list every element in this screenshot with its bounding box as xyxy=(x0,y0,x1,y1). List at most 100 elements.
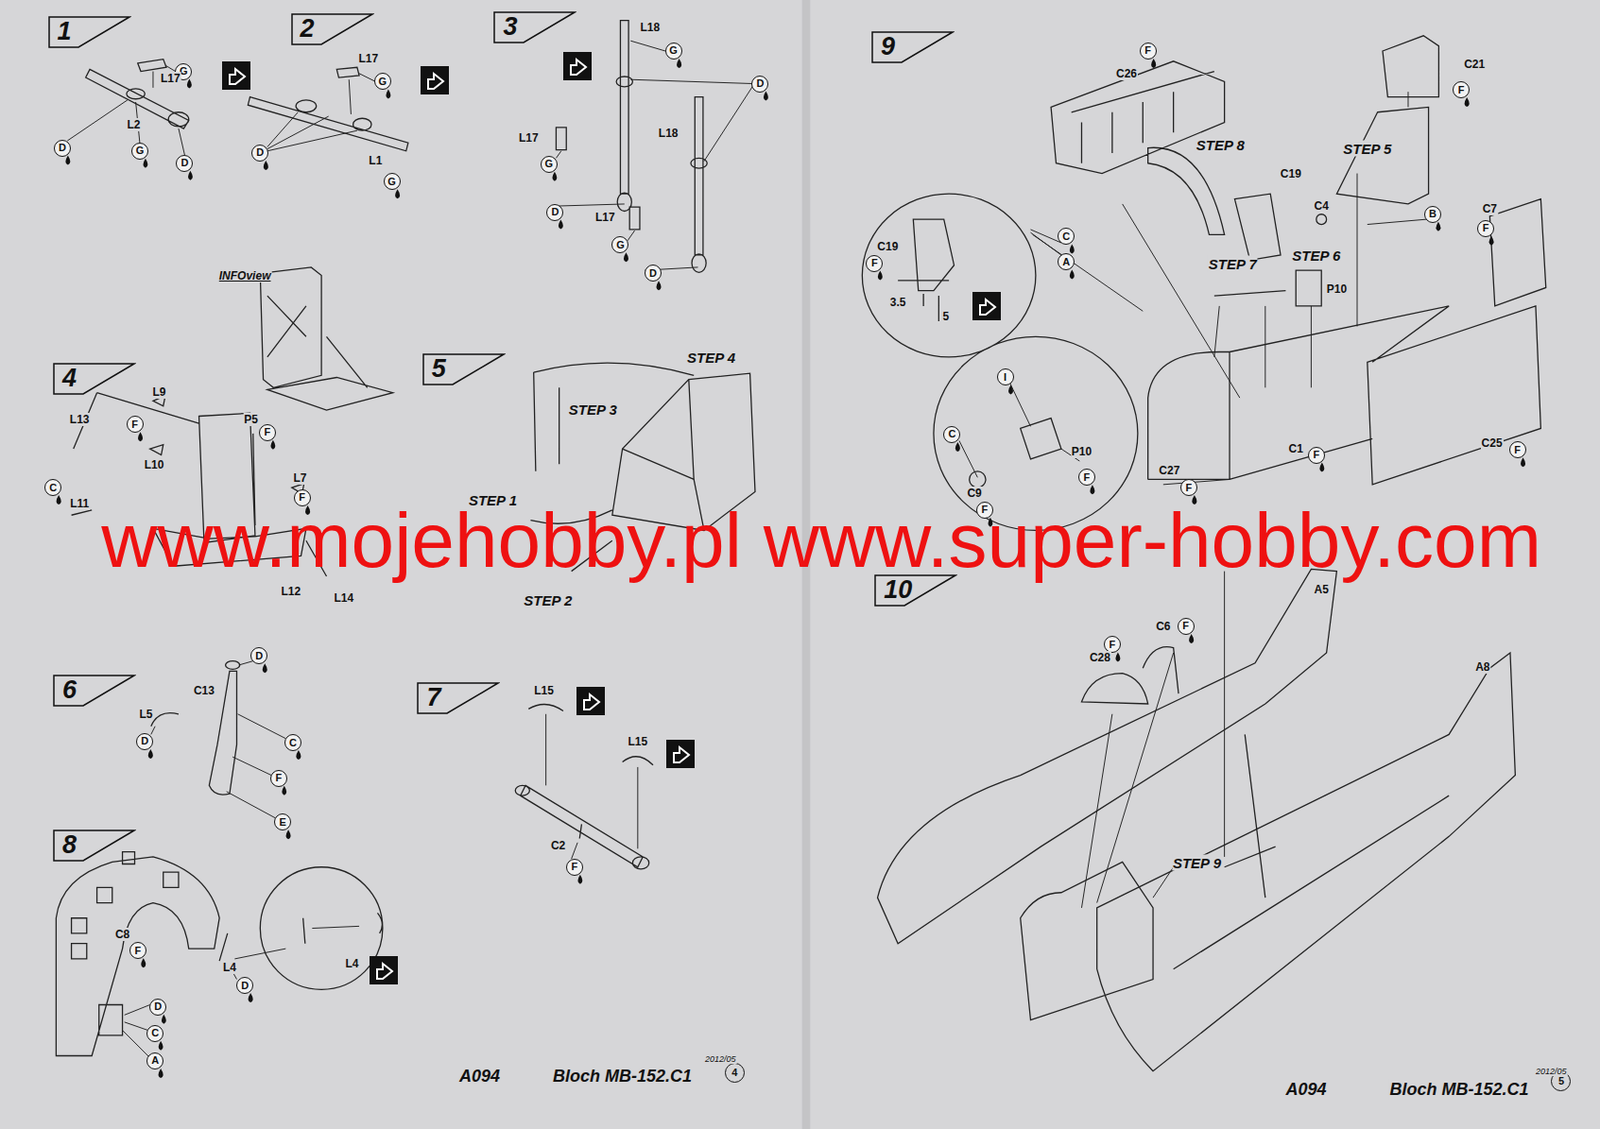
step-flag: 7 xyxy=(414,681,500,716)
step-reference: STEP 2 xyxy=(522,591,573,608)
paint-drop xyxy=(286,829,292,840)
step-reference: STEP 8 xyxy=(1195,137,1246,154)
paint-callout: A xyxy=(146,1052,164,1070)
paint-code: G xyxy=(545,158,554,170)
part-label: A8 xyxy=(1474,660,1491,674)
paint-code: C xyxy=(289,738,297,749)
paint-code: D xyxy=(180,157,189,169)
part-label: L11 xyxy=(68,497,90,511)
step-flag-outline xyxy=(423,354,504,385)
paint-callout: D xyxy=(644,264,662,282)
paint-drop xyxy=(577,875,583,885)
part-label: C13 xyxy=(192,684,216,698)
paint-callout: G xyxy=(540,155,558,173)
paint-code: F xyxy=(1182,620,1189,632)
paint-code: F xyxy=(264,427,272,438)
paint-callout: D xyxy=(136,733,154,751)
part-label: C28 xyxy=(1088,651,1112,665)
leader-lines xyxy=(1081,571,1224,909)
paint-callout: F xyxy=(1177,618,1195,636)
paint-callout: D xyxy=(53,139,71,157)
paint-callout: C xyxy=(284,734,302,752)
paint-code: F xyxy=(131,419,138,431)
paint-drop xyxy=(137,431,143,442)
date-code: 2012/05 xyxy=(1534,1066,1568,1077)
paint-drop xyxy=(1188,634,1194,644)
part-label: L18 xyxy=(638,20,661,35)
paint-callout: F xyxy=(566,859,584,877)
paint-callout: D xyxy=(250,647,268,665)
part-label: C8 xyxy=(114,928,131,942)
leader-lines xyxy=(267,73,376,152)
paint-drop xyxy=(148,749,154,759)
paint-drop xyxy=(263,160,269,171)
paint-drop xyxy=(1089,484,1095,495)
paint-code: F xyxy=(275,773,282,784)
leader-lines xyxy=(546,714,638,860)
paint-code: D xyxy=(240,980,249,992)
leader-lines xyxy=(67,65,185,155)
page-number-text: 4 xyxy=(731,1067,738,1079)
paint-code: F xyxy=(1109,639,1117,651)
instruction-icon xyxy=(420,66,449,95)
panel-2-parts xyxy=(247,67,409,152)
step-flag: 5 xyxy=(420,352,506,387)
paint-code: F xyxy=(1083,472,1091,483)
paint-callout: D xyxy=(175,154,193,173)
part-label: L7 xyxy=(292,471,308,485)
paint-code: F xyxy=(1458,85,1465,96)
instruction-icon xyxy=(972,292,1001,321)
part-label: 5 xyxy=(942,309,951,324)
leader-lines xyxy=(151,661,287,819)
paint-drop xyxy=(140,958,146,968)
paint-code: D xyxy=(550,206,559,218)
part-label: L15 xyxy=(533,684,555,698)
part-label: L4 xyxy=(222,961,238,975)
paint-drop xyxy=(295,750,301,760)
paint-drop xyxy=(158,1068,164,1079)
paint-callout: D xyxy=(251,144,269,162)
paint-code: A xyxy=(151,1055,159,1067)
paint-code: G xyxy=(136,145,145,156)
paint-callout: G xyxy=(665,42,683,60)
part-label: P10 xyxy=(1070,445,1093,459)
part-label: L17 xyxy=(517,131,540,145)
paint-code: F xyxy=(1312,449,1320,461)
paint-code: D xyxy=(255,651,263,662)
paint-callout: F xyxy=(1139,42,1157,60)
part-label: L9 xyxy=(151,385,167,399)
panel-6-stick xyxy=(151,661,241,795)
paint-callout: D xyxy=(149,998,167,1016)
part-label: C21 xyxy=(1462,57,1486,71)
paint-code: G xyxy=(669,45,678,56)
part-label: P10 xyxy=(1325,282,1348,296)
step-flag: 6 xyxy=(51,673,137,708)
part-label: L10 xyxy=(143,458,166,472)
step-flag: 9 xyxy=(869,30,955,65)
part-label: L2 xyxy=(125,118,141,132)
step-number: 9 xyxy=(880,32,895,62)
page-number: 4 xyxy=(724,1063,745,1084)
paint-callout: F xyxy=(258,424,276,442)
paint-callout: C xyxy=(1057,227,1075,245)
step-number: 8 xyxy=(62,830,77,861)
paint-callout: D xyxy=(751,75,769,93)
paint-drop xyxy=(656,280,662,291)
step-number: 6 xyxy=(62,675,77,706)
step-flag-outline xyxy=(417,683,499,714)
paint-code: A xyxy=(1062,257,1070,268)
paint-drop xyxy=(161,1015,167,1025)
paint-drop xyxy=(763,91,769,102)
step-number: 3 xyxy=(502,12,517,42)
part-label: A5 xyxy=(1313,583,1330,597)
step-flag: 3 xyxy=(491,10,577,45)
step-flag-outline xyxy=(49,17,130,48)
paint-drop xyxy=(1008,384,1014,395)
part-label: C19 xyxy=(1279,167,1303,181)
step-flag-outline xyxy=(872,32,953,63)
paint-drop xyxy=(623,252,629,262)
paint-code: C xyxy=(1062,231,1070,242)
footer-text: Bloch MB-152.C1 xyxy=(551,1066,693,1087)
step-reference: STEP 9 xyxy=(1171,855,1222,872)
part-label: C25 xyxy=(1480,436,1504,450)
